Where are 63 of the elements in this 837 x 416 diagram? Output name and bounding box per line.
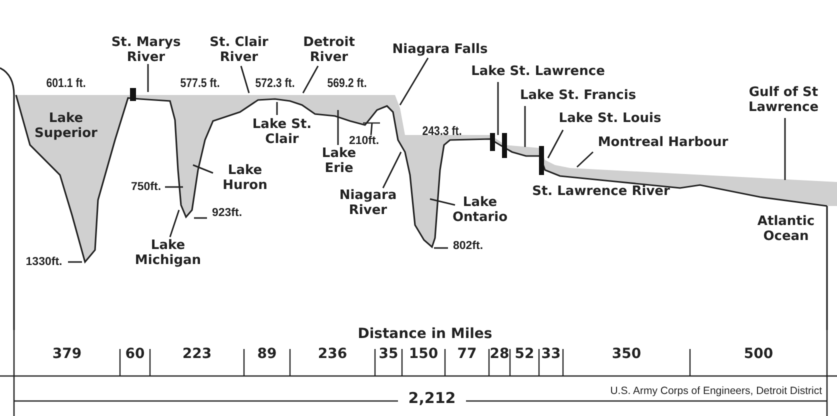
leader-line (169, 210, 180, 238)
leader-line (147, 64, 149, 92)
leader-line (240, 66, 250, 94)
distance-value: 379 (51, 347, 83, 362)
leader-line (276, 102, 278, 115)
distance-value: 35 (378, 347, 400, 362)
leader-line (547, 130, 564, 158)
place-label: Niagara River (329, 188, 407, 218)
place-label: Detroit River (285, 35, 373, 65)
place-label: Niagara Falls (380, 42, 500, 57)
leader-line (434, 247, 448, 249)
leader-line (524, 106, 526, 147)
place-label: Lake Michigan (128, 238, 208, 268)
distance-value: 236 (316, 347, 348, 362)
leader-line (784, 118, 786, 180)
place-label: St. Marys River (100, 35, 192, 65)
leader-line (576, 151, 594, 168)
place-label: Atlantic Ocean (756, 214, 816, 244)
place-label: Lake Erie (312, 146, 366, 176)
place-label: Lake St. Francis (508, 88, 648, 103)
leader-line (194, 217, 207, 219)
distance-value: 77 (456, 347, 478, 362)
place-label: Lake St. Louis (548, 111, 672, 126)
place-label: Lake St. Lawrence (460, 64, 616, 79)
depth-label: 210ft. (345, 134, 383, 149)
leader-line (382, 152, 402, 188)
axis-title: Distance in Miles (356, 327, 494, 342)
depth-label: 750ft. (127, 180, 165, 195)
place-label: Lake Superior (34, 111, 98, 141)
leader-line (370, 122, 373, 136)
distance-value: 89 (256, 347, 278, 362)
place-label: Montreal Harbour (582, 135, 744, 150)
distance-value: 33 (540, 347, 562, 362)
place-label: Lake Ontario (443, 195, 517, 225)
elevation-label: 601.1 ft. (45, 76, 87, 91)
leader-line (302, 66, 319, 94)
distance-value: 350 (610, 347, 642, 362)
elevation-label: 569.2 ft. (326, 76, 368, 91)
distance-value: 223 (181, 347, 213, 362)
elevation-label: 572.3 ft. (254, 76, 296, 91)
leader-line (399, 58, 429, 106)
elevation-label: 243.3 ft. (421, 124, 463, 139)
leader-line (337, 110, 339, 145)
place-label: St. Clair River (195, 35, 283, 65)
place-label: St. Lawrence River (531, 184, 671, 199)
distance-value: 60 (124, 347, 146, 362)
distance-value: 500 (742, 347, 774, 362)
place-label: Gulf of St Lawrence (730, 85, 837, 115)
place-label: Lake Huron (214, 163, 276, 193)
depth-label: 1330ft. (20, 255, 68, 270)
place-label: Lake St. Clair (248, 117, 316, 147)
depth-label: 802ft. (448, 239, 488, 254)
leader-line (68, 261, 82, 263)
leader-line (192, 164, 214, 174)
source-note: U.S. Army Corps of Engineers, Detroit District (609, 384, 822, 399)
distance-value: 28 (489, 347, 510, 362)
leader-line (430, 198, 456, 206)
distance-value: 52 (514, 347, 536, 362)
leader-line (497, 82, 499, 135)
distance-value: 150 (408, 347, 440, 362)
depth-label: 923ft. (207, 206, 247, 221)
elevation-label: 577.5 ft. (179, 76, 221, 91)
leader-line (165, 186, 183, 188)
